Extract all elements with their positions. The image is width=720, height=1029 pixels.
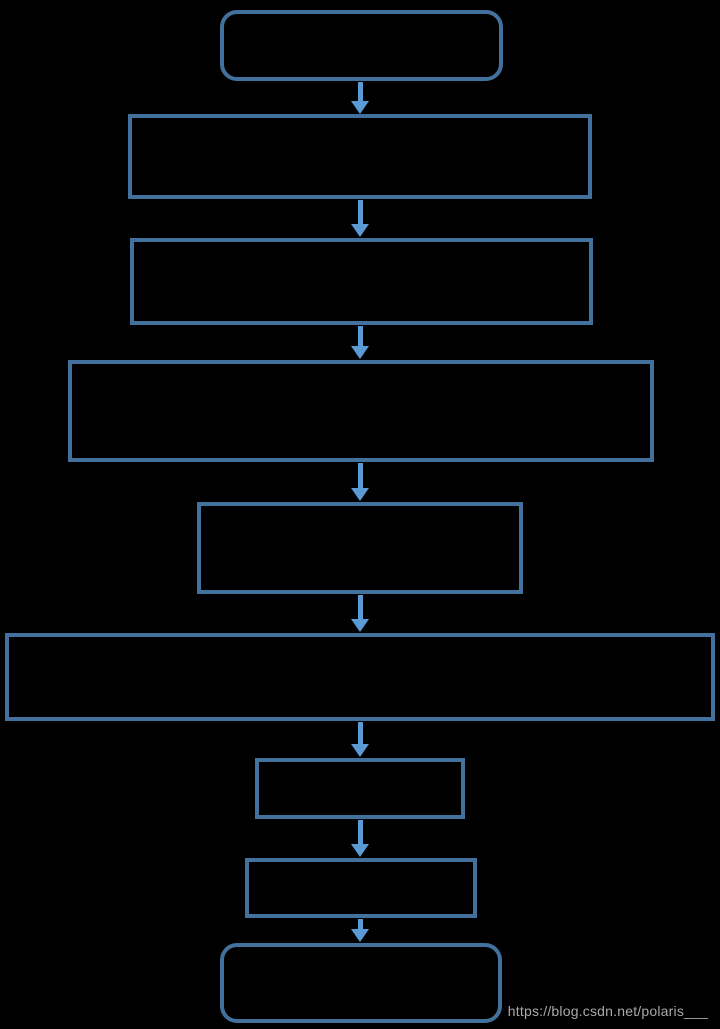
- arrow-head: [351, 744, 369, 757]
- arrow-down-icon: [351, 82, 369, 114]
- arrow-shaft: [357, 722, 363, 744]
- arrow-shaft: [357, 919, 363, 929]
- watermark: https://blog.csdn.net/polaris___: [507, 1003, 708, 1019]
- flow-node-step-7: [255, 758, 465, 819]
- flow-node-step-6: [5, 633, 715, 721]
- flow-node-step-5: [197, 502, 523, 594]
- arrow-down-icon: [351, 595, 369, 632]
- arrow-head: [351, 224, 369, 237]
- arrow-shaft: [357, 595, 363, 619]
- arrow-down-icon: [351, 722, 369, 757]
- arrow-shaft: [357, 82, 363, 101]
- flow-node-step-8: [245, 858, 477, 918]
- flow-node-end: [220, 943, 502, 1023]
- arrow-down-icon: [351, 200, 369, 237]
- arrow-down-icon: [351, 463, 369, 501]
- arrow-down-icon: [351, 919, 369, 942]
- flow-node-start: [220, 10, 503, 81]
- flow-node-step-2: [128, 114, 592, 199]
- arrow-head: [351, 619, 369, 632]
- arrow-shaft: [357, 200, 363, 224]
- arrow-shaft: [357, 326, 363, 346]
- arrow-down-icon: [351, 326, 369, 359]
- arrow-shaft: [357, 820, 363, 844]
- arrow-head: [351, 844, 369, 857]
- flow-node-step-4: [68, 360, 654, 462]
- arrow-head: [351, 488, 369, 501]
- arrow-shaft: [357, 463, 363, 488]
- flow-node-step-3: [130, 238, 593, 325]
- arrow-head: [351, 346, 369, 359]
- arrow-down-icon: [351, 820, 369, 857]
- arrow-head: [351, 101, 369, 114]
- arrow-head: [351, 929, 369, 942]
